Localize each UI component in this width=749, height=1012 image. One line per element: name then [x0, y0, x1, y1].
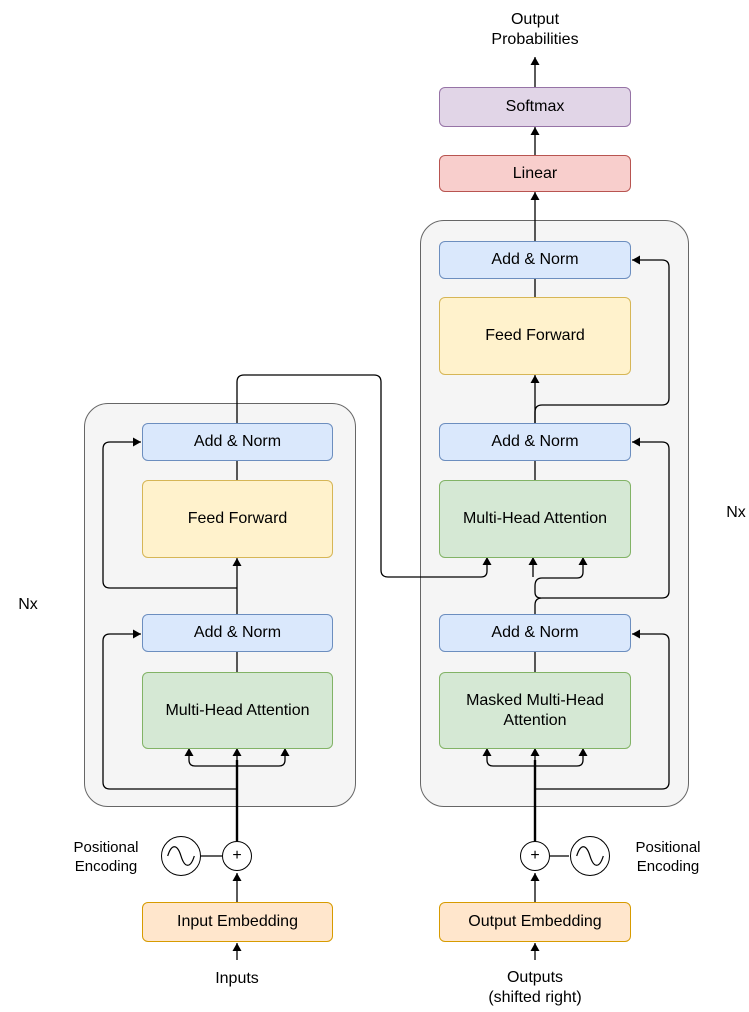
softmax-block: Softmax	[439, 87, 631, 127]
encoder-add-norm-top-label: Add & Norm	[193, 433, 282, 450]
outputs-line1: Outputs	[506, 969, 564, 986]
encoder-feed-forward: Feed Forward	[142, 480, 333, 558]
decoder-masked-attention-label: Masked Multi-Head Attention	[466, 691, 604, 731]
decoder-pe-line2: Encoding	[636, 858, 700, 875]
decoder-plus-icon: +	[520, 841, 550, 871]
decoder-feed-forward: Feed Forward	[439, 297, 631, 375]
decoder-nx-label: Nx	[726, 504, 746, 521]
output-embedding-label: Output Embedding	[468, 913, 602, 930]
decoder-add-norm-top-label: Add & Norm	[491, 251, 579, 268]
encoder-add-norm-top: Add & Norm	[142, 423, 333, 461]
decoder-add-norm-bottom: Add & Norm	[439, 614, 631, 652]
decoder-add-norm-mid-label: Add & Norm	[491, 433, 579, 450]
encoder-add-norm-bottom-label: Add & Norm	[193, 624, 282, 641]
encoder-plus-icon: +	[222, 841, 252, 871]
decoder-add-norm-top: Add & Norm	[439, 241, 631, 279]
output-embedding: Output Embedding	[439, 902, 631, 942]
masked-attention-line1: Masked Multi-Head	[466, 691, 604, 709]
encoder-positional-encoding-label: Positional Encoding	[58, 838, 154, 876]
input-embedding: Input Embedding	[142, 902, 333, 942]
decoder-feed-forward-label: Feed Forward	[485, 327, 585, 344]
outputs-label: Outputs (shifted right)	[463, 968, 607, 1008]
softmax-label: Softmax	[505, 98, 565, 115]
decoder-add-norm-bottom-label: Add & Norm	[491, 624, 579, 641]
decoder-positional-encoding-label: Positional Encoding	[620, 838, 716, 876]
decoder-sine-wave-icon	[570, 836, 610, 876]
encoder-multi-head-attention: Multi-Head Attention	[142, 672, 333, 749]
decoder-plus-symbol: +	[530, 847, 540, 864]
output-line1: Output	[510, 11, 560, 28]
linear-label: Linear	[512, 164, 558, 182]
encoder-pe-line2: Encoding	[74, 858, 138, 875]
masked-attention-line2: Attention	[503, 711, 567, 729]
inputs-label: Inputs	[215, 970, 259, 987]
output-line2: Probabilities	[491, 31, 579, 48]
encoder-add-norm-bottom: Add & Norm	[142, 614, 333, 652]
decoder-masked-multi-head-attention: Masked Multi-Head Attention	[439, 672, 631, 749]
encoder-attention-label: Multi-Head Attention	[165, 701, 310, 719]
encoder-feed-forward-label: Feed Forward	[187, 510, 288, 527]
output-probabilities-label: Output Probabilities	[470, 10, 600, 50]
decoder-add-norm-mid: Add & Norm	[439, 423, 631, 461]
encoder-nx-label: Nx	[18, 596, 38, 613]
decoder-attention-label: Multi-Head Attention	[462, 510, 608, 527]
encoder-pe-line1: Positional	[73, 839, 139, 856]
encoder-plus-symbol: +	[232, 847, 242, 864]
decoder-multi-head-attention: Multi-Head Attention	[439, 480, 631, 558]
encoder-sine-wave-icon	[161, 836, 201, 876]
linear-block: Linear	[439, 155, 631, 192]
outputs-line2: (shifted right)	[488, 989, 582, 1006]
decoder-pe-line1: Positional	[635, 839, 701, 856]
input-embedding-label: Input Embedding	[177, 913, 298, 930]
